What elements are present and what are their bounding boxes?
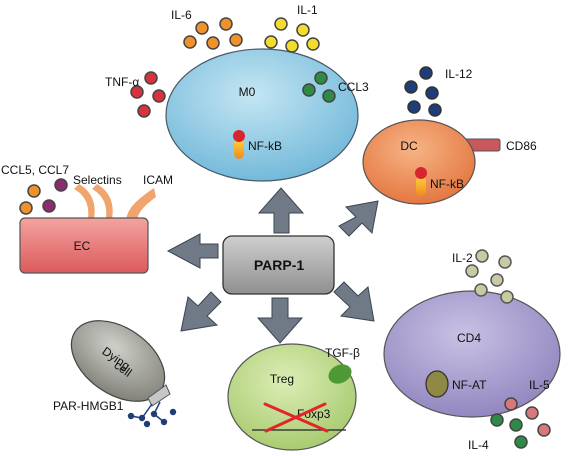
arrows <box>166 187 379 344</box>
tgf-beta-molecule <box>328 364 352 384</box>
arrow-to-ec <box>166 233 219 269</box>
dc-cell: DC NF-kB <box>362 119 501 205</box>
ccl3-cytokines <box>302 71 336 103</box>
arrow-to-treg <box>256 297 304 344</box>
il-1-cytokines <box>264 17 320 53</box>
icam-molecule <box>126 188 156 219</box>
ec-cell: EC <box>19 184 156 274</box>
cd4-cell: CD4 NF-AT <box>383 290 561 418</box>
il-4-cytokines <box>490 413 528 449</box>
il-12-cytokines <box>404 66 442 117</box>
icam-label: ICAM <box>143 173 173 187</box>
nf-kb-label-m0: NF-kB <box>248 139 282 153</box>
il-1-label: IL-1 <box>297 3 318 17</box>
tnf-alpha-cytokines <box>130 71 166 118</box>
arrow-to-cd4 <box>333 281 375 322</box>
parp1-label: PARP-1 <box>254 257 305 273</box>
selectin-1 <box>74 184 95 219</box>
il-2-cytokines <box>465 249 514 304</box>
ccl5-ccl7-cytokines <box>19 178 68 215</box>
nf-at-nucleus <box>425 370 449 398</box>
dc-label: DC <box>400 139 418 153</box>
il-4-label: IL-4 <box>468 438 489 452</box>
foxp3-repression-cross <box>263 402 329 433</box>
nf-kb-complex-dc <box>415 167 427 196</box>
il-2-label: IL-2 <box>452 251 473 265</box>
par-hmgb1-label: PAR-HMGB1 <box>53 399 124 413</box>
m0-label: M0 <box>239 85 256 99</box>
dying-cell: Dying cell <box>70 320 166 402</box>
nf-at-label: NF-AT <box>452 378 487 392</box>
selectins-label: Selectins <box>73 173 122 187</box>
cd4-label: CD4 <box>457 331 481 345</box>
par-hmgb1-complex <box>127 384 177 428</box>
arrow-to-dying-cell <box>180 291 222 332</box>
il-12-label: IL-12 <box>445 67 473 81</box>
arrow-to-m0 <box>257 187 305 234</box>
ccl5-ccl7-label: CCL5, CCL7 <box>1 163 69 177</box>
ccl3-label: CCL3 <box>338 80 369 94</box>
arrow-to-dc <box>338 200 379 237</box>
il-5-cytokines <box>504 397 551 437</box>
treg-label: Treg <box>270 372 294 386</box>
m0-cell: M0 NF-kB <box>165 48 359 182</box>
tgf-beta-label: TGF-β <box>325 346 360 360</box>
foxp3-label: Foxp3 <box>297 407 331 421</box>
il-5-label: IL-5 <box>529 378 550 392</box>
nf-kb-label-dc: NF-kB <box>430 177 464 191</box>
nf-kb-complex-m0 <box>233 130 245 159</box>
cd86-label: CD86 <box>506 139 537 153</box>
tnf-alpha-label: TNF-α <box>105 75 139 89</box>
selectin-2 <box>92 184 113 219</box>
il-6-label: IL-6 <box>171 8 192 22</box>
parp1-hub: PARP-1 <box>222 235 335 295</box>
il-6-cytokines <box>183 17 243 50</box>
ec-label: EC <box>74 239 91 253</box>
treg-cell: Treg Foxp3 <box>227 343 357 451</box>
